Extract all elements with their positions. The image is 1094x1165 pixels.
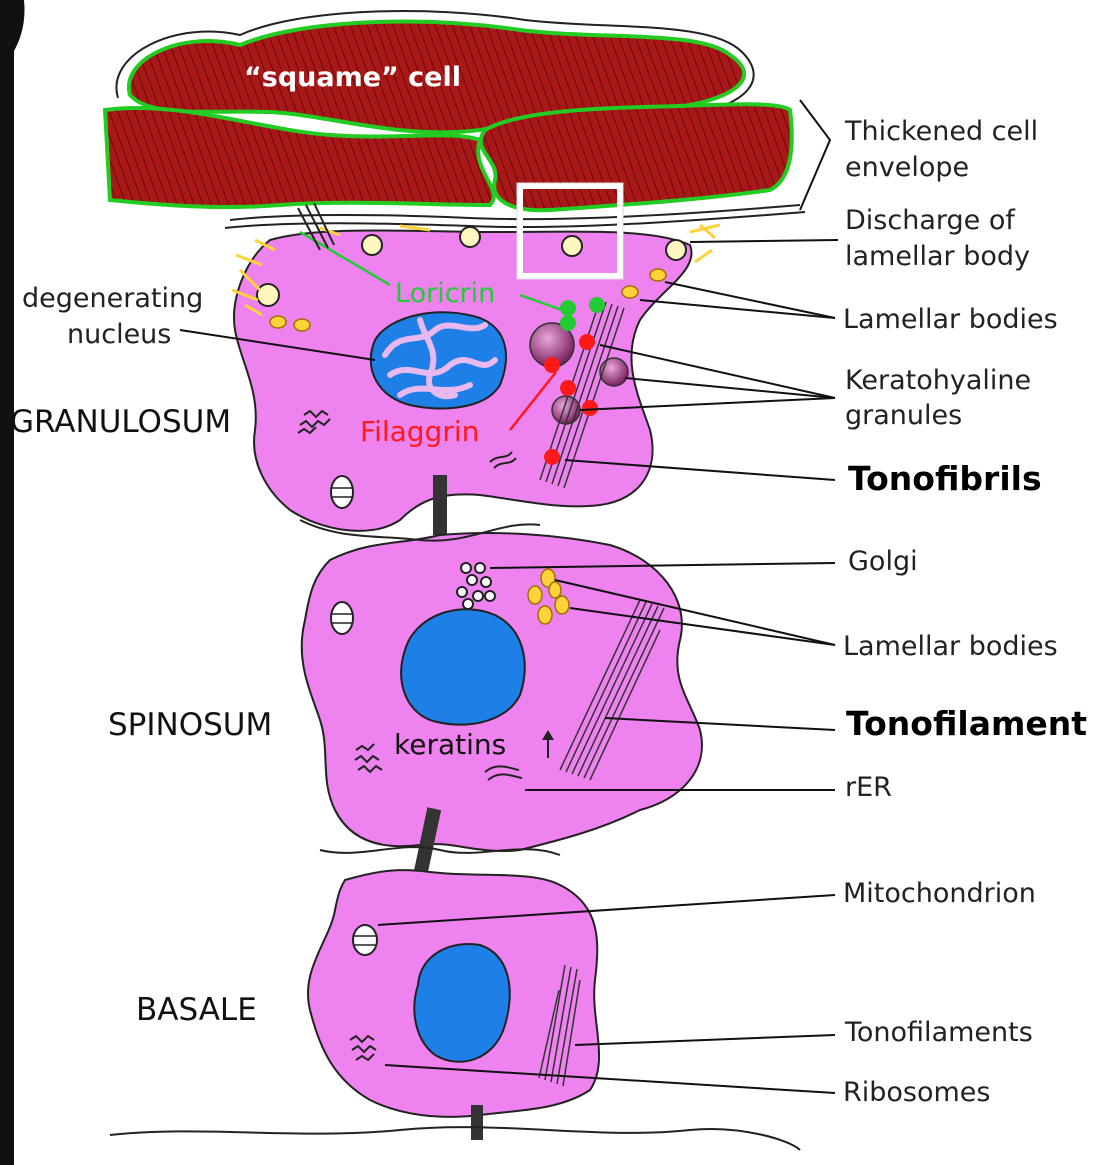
label-kerato-2: granules (845, 400, 962, 431)
layer-spinosum: SPINOSUM (108, 707, 272, 743)
spinosum-cell (302, 533, 702, 879)
label-kerato-1: Keratohyaline (845, 365, 1031, 396)
squame-cells (105, 11, 805, 228)
label-thickened-1: Thickened cell (844, 116, 1038, 147)
granulosum-cell (232, 203, 720, 535)
label-filaggrin: Filaggrin (360, 415, 479, 448)
basale-nucleus (414, 944, 509, 1062)
granulosum-mitochondrion (331, 476, 353, 508)
label-ribosomes: Ribosomes (843, 1077, 991, 1108)
label-discharge-1: Discharge of (845, 205, 1016, 236)
desmosome-1 (433, 475, 447, 535)
squame-cell-label: “squame” cell (244, 62, 461, 93)
basale-mitochondrion (353, 925, 377, 955)
label-degenerating-1: degenerating (22, 283, 203, 314)
left-edge-strip (0, 0, 14, 1165)
basement-membrane (110, 1127, 800, 1150)
layer-basale: BASALE (136, 992, 257, 1028)
label-discharge-2: lamellar body (845, 241, 1030, 272)
label-golgi: Golgi (848, 546, 918, 577)
basale-cell (308, 870, 599, 1140)
squame-cell-right (481, 104, 792, 210)
label-mitochondrion: Mitochondrion (843, 878, 1036, 909)
label-tonofilaments: Tonofilaments (844, 1017, 1033, 1048)
label-tonofilament: Tonofilament (846, 704, 1087, 743)
hemidesmosome (471, 1105, 483, 1140)
label-lamellar-mid: Lamellar bodies (843, 631, 1058, 662)
layer-granulosum: GRANULOSUM (10, 404, 231, 440)
label-degenerating-2: nucleus (67, 319, 171, 350)
label-thickened-2: envelope (845, 152, 969, 183)
label-keratins: keratins (394, 728, 506, 761)
label-loricrin: Loricrin (395, 278, 495, 309)
label-lamellar-top: Lamellar bodies (843, 304, 1058, 335)
label-rer: rER (845, 772, 892, 803)
spinosum-nucleus (401, 609, 525, 724)
label-tonofibrils: Tonofibrils (848, 459, 1042, 498)
spinosum-mitochondrion (331, 602, 353, 634)
